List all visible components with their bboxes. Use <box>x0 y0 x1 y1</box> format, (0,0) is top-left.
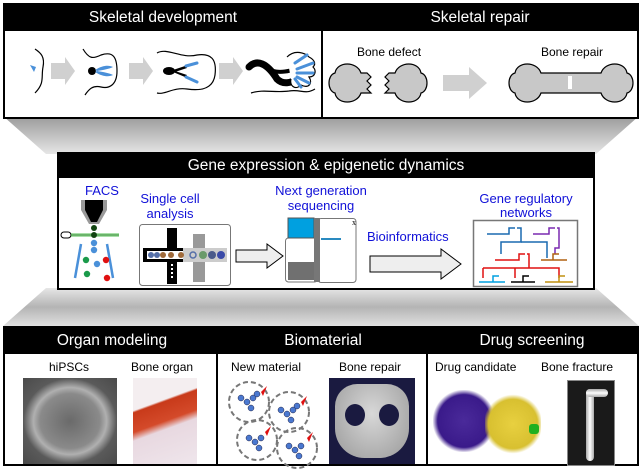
funnel-middle-to-bottom <box>3 288 639 326</box>
ngs-label-line1: Next generation <box>275 183 367 198</box>
bone-defect-icon <box>328 63 428 103</box>
bioinformatics-label: Bioinformatics <box>367 229 449 244</box>
drug-candidate-label: Drug candidate <box>435 360 517 374</box>
bottom-row-panel: Organ modeling Biomaterial Drug screenin… <box>3 326 639 469</box>
organ-modeling-title: Organ modeling <box>5 328 219 354</box>
skeletal-development-title: Skeletal development <box>5 5 321 31</box>
bone-fracture-label: Bone fracture <box>541 360 614 374</box>
arrow-icon <box>129 57 153 85</box>
drug-screening-title: Drug screening <box>427 328 637 354</box>
ngs-label-line2: sequencing <box>287 198 355 213</box>
bone-repair-label: Bone repair <box>541 45 604 59</box>
funnel-top-to-middle <box>3 116 639 154</box>
single-cell-chip-icon <box>139 224 231 286</box>
gene-regulatory-network-icon <box>472 219 579 288</box>
skeletal-repair-title: Skeletal repair <box>323 5 637 31</box>
limb-bud-stage-3-icon <box>156 50 216 94</box>
grn-label-line1: Gene regulatory <box>479 191 573 206</box>
hipscs-microscopy-image <box>23 378 117 464</box>
arrow-icon <box>443 67 487 99</box>
sequencer-icon <box>285 217 357 283</box>
hipscs-label: hiPSCs <box>49 360 90 374</box>
new-material-icon <box>228 381 318 469</box>
bone-organ-histology-image <box>133 378 197 464</box>
single-cell-label-line2: analysis <box>146 206 194 221</box>
facs-icon <box>60 200 119 282</box>
limb-stage-4-icon <box>245 51 316 94</box>
biomaterial-title: Biomaterial <box>217 328 429 354</box>
bone-repaired-icon <box>508 63 634 103</box>
new-material-label: New material <box>231 360 302 374</box>
gene-expression-panel: Gene expression & epigenetic dynamics FA… <box>57 152 595 290</box>
arrow-icon <box>51 57 75 85</box>
facs-label: FACS <box>85 183 119 198</box>
divider <box>216 354 218 464</box>
gene-expression-title: Gene expression & epigenetic dynamics <box>59 154 593 178</box>
drug-candidate-protein-image <box>433 380 545 460</box>
sequencer-close-icon: x <box>352 218 356 227</box>
skull-bone-repair-image <box>329 378 415 464</box>
bioinformatics-arrow-icon <box>369 248 462 280</box>
single-cell-label-line1: Single cell <box>140 191 200 206</box>
flow-arrow-icon <box>235 243 284 269</box>
limb-bud-stage-1-icon <box>30 48 45 94</box>
arrow-icon <box>219 57 243 85</box>
bone-organ-label: Bone organ <box>131 360 194 374</box>
bone-fracture-xray-image <box>567 380 615 466</box>
skeletal-repair-panel: Skeletal repair Bone defect Bone repair <box>321 3 639 119</box>
divider <box>426 354 428 464</box>
bone-repair-image-label: Bone repair <box>339 360 402 374</box>
skeletal-development-panel: Skeletal development <box>3 3 323 119</box>
limb-bud-stage-2-icon <box>82 48 118 96</box>
bone-defect-label: Bone defect <box>357 45 422 59</box>
grn-label-line2: networks <box>499 205 553 220</box>
